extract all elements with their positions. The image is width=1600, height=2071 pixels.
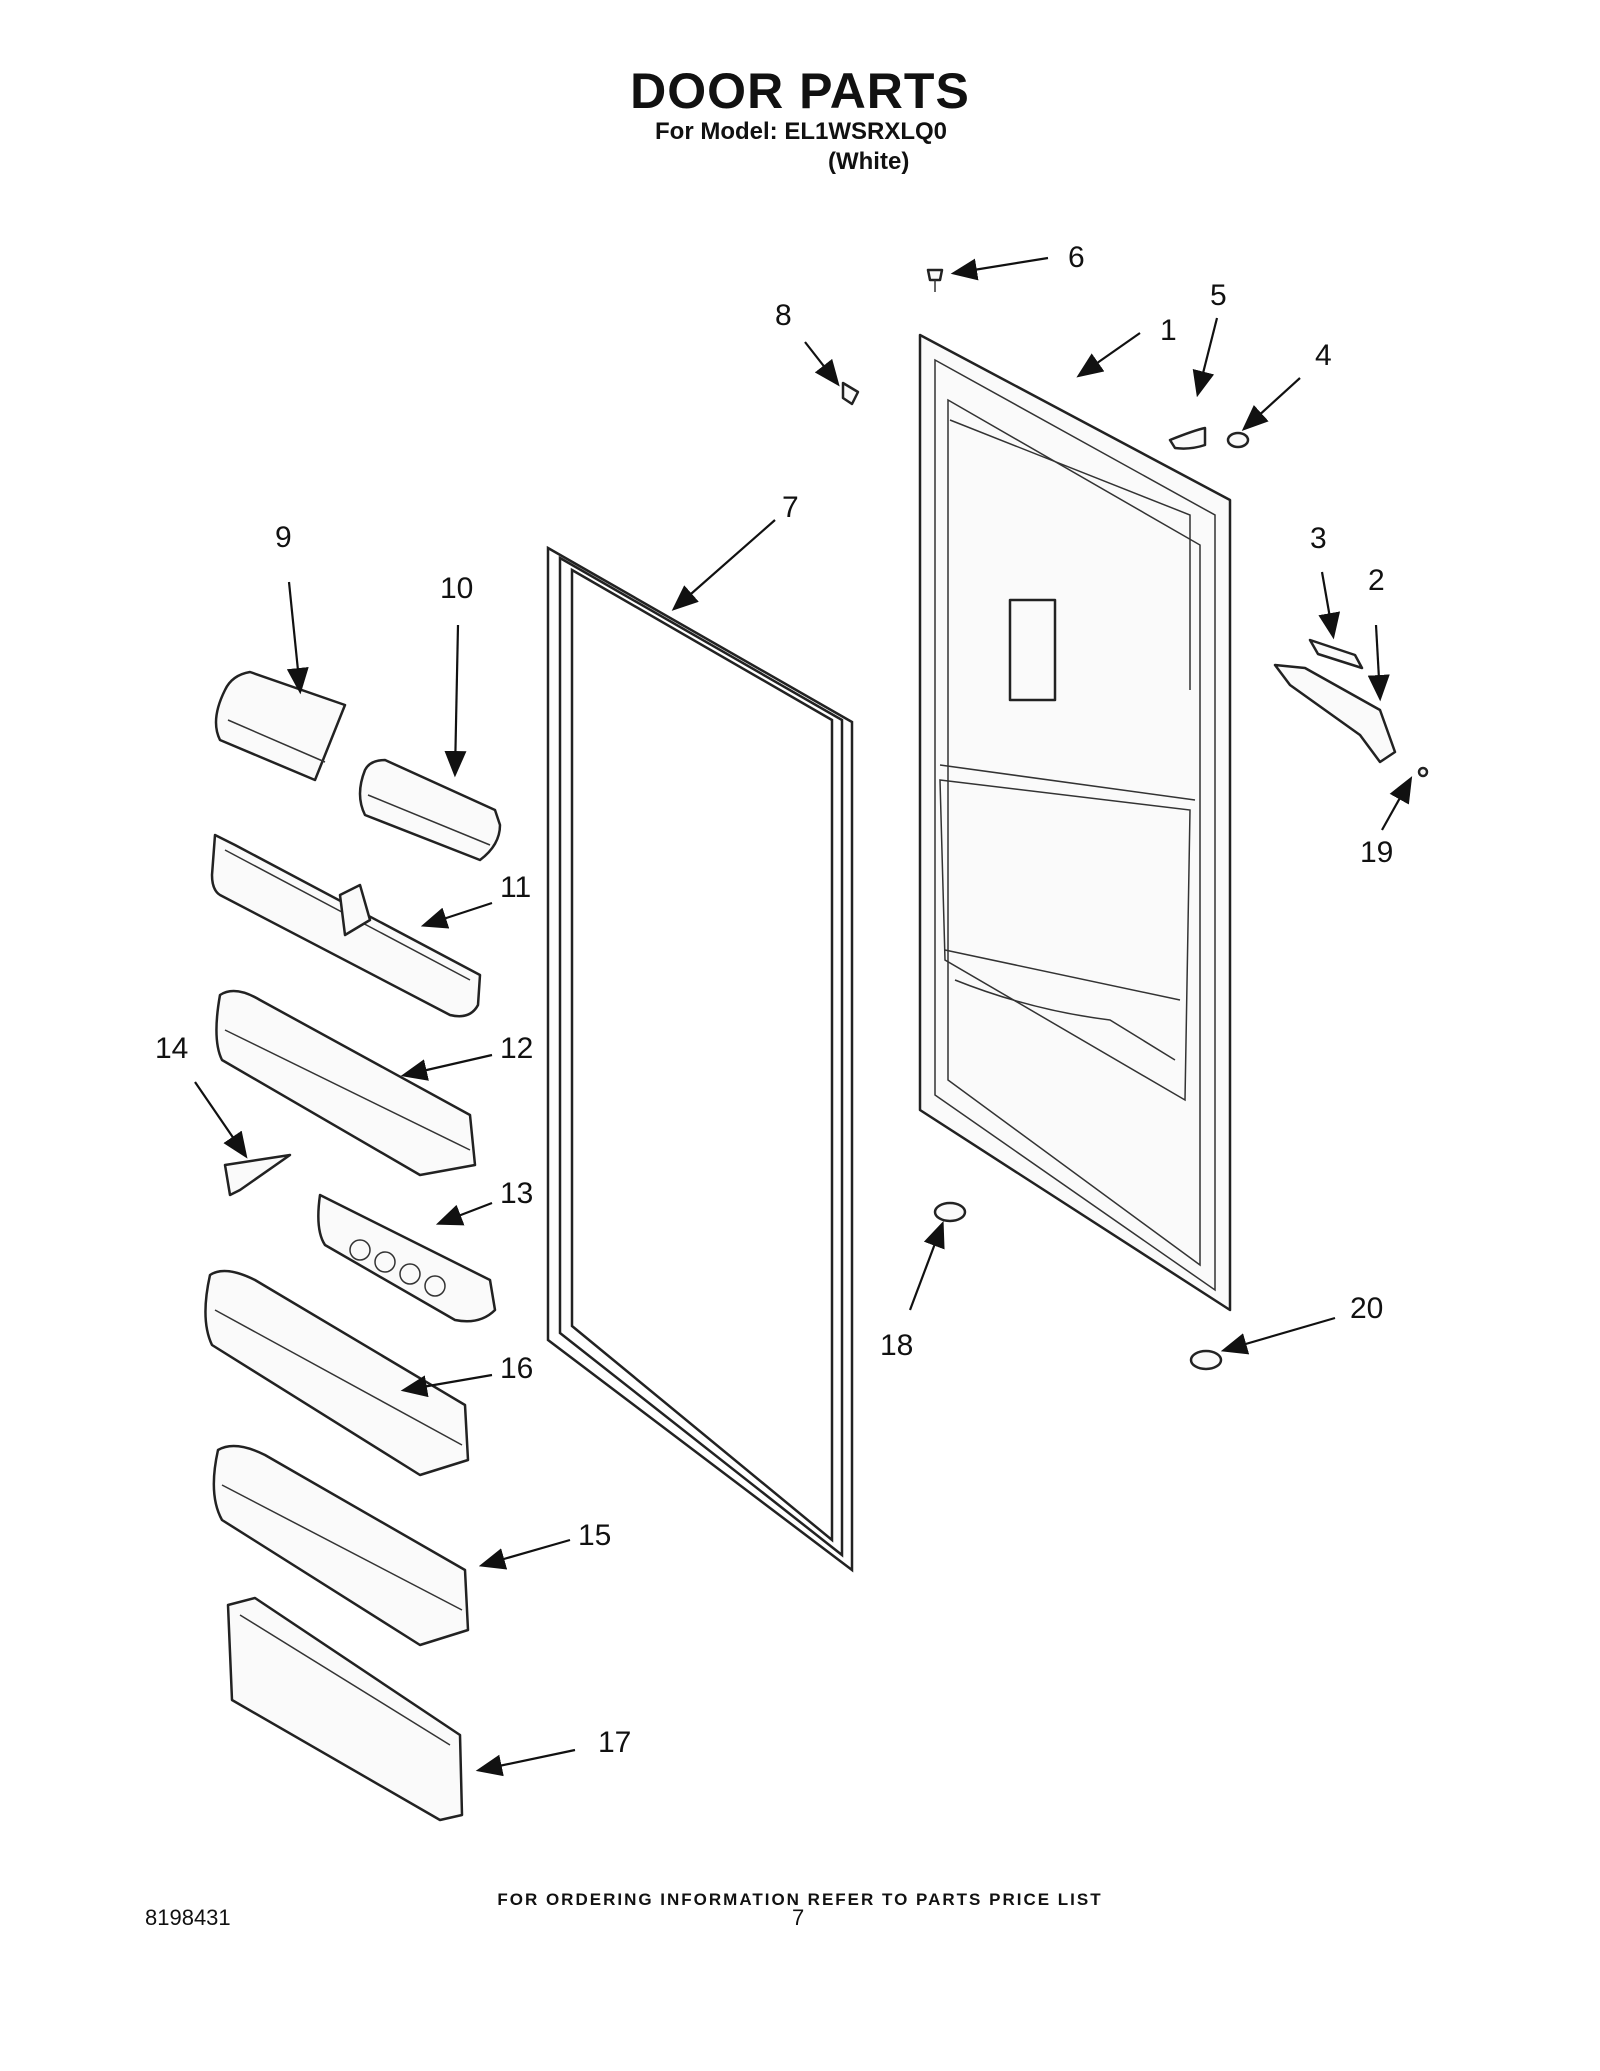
callout-11: 11 <box>500 871 531 904</box>
lower-hinge-bushing <box>933 1201 967 1223</box>
dairy-bin <box>210 833 482 1018</box>
callout-15: 15 <box>578 1519 611 1552</box>
callout-6: 6 <box>1068 241 1085 274</box>
handle-screw <box>1417 766 1429 778</box>
callout-1: 1 <box>1160 314 1177 347</box>
door-stop <box>841 381 860 406</box>
door-handle <box>1273 663 1397 764</box>
page-number: 7 <box>792 1905 805 1930</box>
bin-divider <box>223 1153 292 1197</box>
callout-2: 2 <box>1368 564 1385 597</box>
callout-3: 3 <box>1310 522 1327 555</box>
document-number: 8198431 <box>145 1905 231 1930</box>
callout-18: 18 <box>880 1329 913 1362</box>
callout-14: 14 <box>155 1032 188 1065</box>
dairy-door-cover-left <box>214 670 347 782</box>
ordering-note: FOR ORDERING INFORMATION REFER TO PARTS … <box>497 1890 1103 1909</box>
handle-insert <box>1308 638 1364 670</box>
callout-16: 16 <box>500 1352 533 1385</box>
callout-19: 19 <box>1360 836 1393 869</box>
callout-7: 7 <box>782 491 799 524</box>
callout-5: 5 <box>1210 279 1227 312</box>
hinge-cover <box>1168 426 1207 450</box>
callout-12: 12 <box>500 1032 533 1065</box>
door-bin-middle <box>204 1269 470 1477</box>
lower-hinge-washer <box>1189 1349 1223 1371</box>
callout-4: 4 <box>1315 339 1332 372</box>
color-line: (White) <box>828 148 910 175</box>
door-panel <box>918 333 1232 1312</box>
leader-lines <box>194 256 1413 1777</box>
model-line: For Model: EL1WSRXLQ0 <box>655 118 948 145</box>
door-bin-lower <box>212 1444 470 1647</box>
callout-17: 17 <box>598 1726 631 1759</box>
hinge-plug <box>1226 431 1250 449</box>
door-gasket <box>546 545 854 1573</box>
callout-9: 9 <box>275 521 292 554</box>
hinge-pin <box>926 268 944 292</box>
egg-tray <box>317 1193 497 1323</box>
door-bin-front <box>226 1596 464 1822</box>
page-title: DOOR PARTS <box>630 63 970 119</box>
door-bin-upper <box>215 989 477 1177</box>
callout-20: 20 <box>1350 1292 1383 1325</box>
callout-10: 10 <box>440 572 473 605</box>
callout-13: 13 <box>500 1177 533 1210</box>
dairy-door-cover-right <box>358 758 502 862</box>
callout-8: 8 <box>775 299 792 332</box>
